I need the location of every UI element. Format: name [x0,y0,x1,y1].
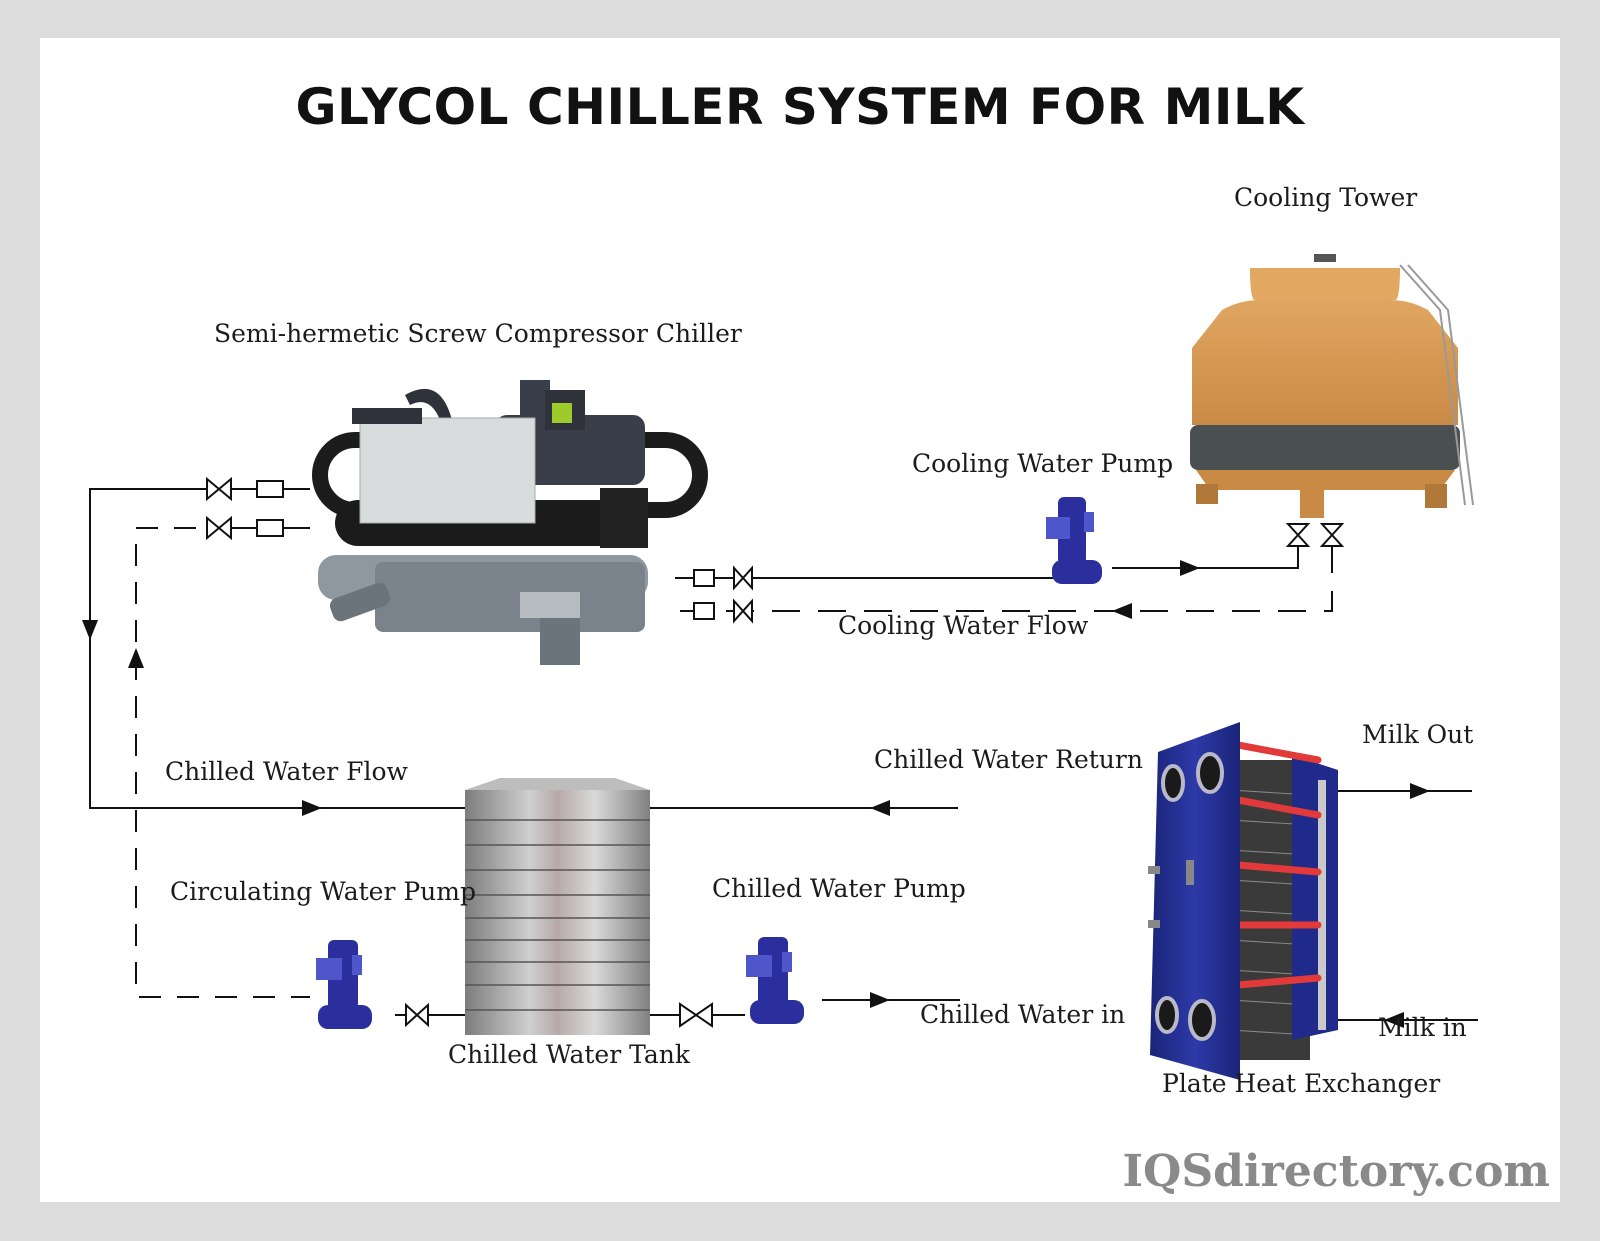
brand-watermark: IQSdirectory.com [1122,1146,1550,1197]
cooling-pump-to-tower-line [1112,542,1299,569]
chilled-supply-line [89,488,465,809]
label-cooling-tower: Cooling Tower [1234,183,1418,212]
pump-icon [316,940,372,1029]
label-chilled-water-return: Chilled Water Return [874,745,1143,774]
arrow-down-left [82,620,98,640]
page-title: GLYCOL CHILLER SYSTEM FOR MILK [295,78,1305,136]
cooling-tower [1190,254,1474,518]
arrow-up-dashed [128,648,144,668]
label-milk-out: Milk Out [1362,720,1474,749]
strainer-icon [693,602,715,620]
arrow-chilled-return [870,800,890,816]
arrow-milk-in [1384,1012,1404,1028]
chiller-unit [312,380,708,665]
valve-icon [1285,523,1311,547]
flow-arrows [82,560,1430,1028]
valve-icon [405,1002,429,1028]
valve-icon [206,515,232,541]
label-chilled-water-in: Chilled Water in [920,1000,1126,1029]
valve-icon [1319,523,1345,547]
label-chilled-water-tank: Chilled Water Tank [448,1040,691,1069]
valve-icon [679,1002,713,1028]
label-circulating-water-pump: Circulating Water Pump [170,877,476,906]
cooling-return-line [675,545,1333,612]
label-cooling-water-pump: Cooling Water Pump [912,449,1174,478]
chilled-water-tank [465,778,650,1035]
arrow-chilled-flow [302,800,322,816]
label-chilled-water-pump: Chilled Water Pump [712,874,966,903]
arrow-cooling-return [1112,603,1132,619]
label-chiller: Semi-hermetic Screw Compressor Chiller [214,319,742,348]
arrow-milk-out [1410,783,1430,799]
valve-icon [206,476,232,502]
label-milk-in: Milk in [1378,1013,1467,1042]
valve-icon [733,598,753,624]
arrow-chilled-in [870,992,890,1008]
arrow-cooling-supply [1180,560,1200,576]
pump-icon [746,937,804,1024]
label-chilled-water-flow: Chilled Water Flow [165,757,408,786]
valve-icon [733,565,753,591]
pump-icon [1046,497,1102,584]
strainer-icon [256,480,284,498]
valves [206,476,1345,1028]
label-cooling-water-flow: Cooling Water Flow [838,611,1089,640]
strainer-icon [693,569,715,587]
label-plate-heat-exchanger: Plate Heat Exchanger [1162,1069,1441,1098]
plate-heat-exchanger [1148,722,1338,1080]
strainer-icon [256,519,284,537]
